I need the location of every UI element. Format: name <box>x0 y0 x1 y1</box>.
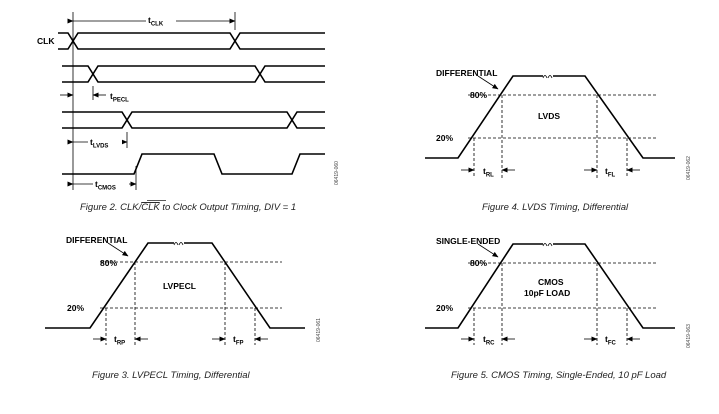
figure-4-caption: Figure 4. LVDS Timing, Differential <box>482 202 629 213</box>
break-mark <box>542 75 553 79</box>
tlvds-label: tLVDS <box>90 137 108 150</box>
lvds-waveform-b <box>62 111 325 129</box>
figure-3-caption: Figure 3. LVPECL Timing, Differential <box>92 370 251 381</box>
fall-time-label: tFP <box>233 334 244 347</box>
figure-id: 06419-061 <box>316 318 322 342</box>
clk-waveform-b <box>58 32 325 50</box>
fall-time-label: tFC <box>605 334 617 347</box>
level-80-label: 80% <box>470 90 487 100</box>
rise-time-label: tRP <box>114 334 125 347</box>
figure-id: 06419-063 <box>686 324 692 348</box>
rise-time-label: tRL <box>483 166 494 179</box>
clk-label: CLK <box>37 36 55 46</box>
mode-label: SINGLE-ENDED <box>436 236 500 246</box>
tclk-label: tCLK <box>148 15 164 28</box>
level-20-label: 20% <box>436 133 453 143</box>
level-20-label: 20% <box>436 303 453 313</box>
tpecl-label: tPECL <box>110 91 129 104</box>
level-80-label: 80% <box>100 258 117 268</box>
figure-2-caption: Figure 2. CLK/CLK to Clock Output Timing… <box>80 202 296 213</box>
fall-time-label: tFL <box>605 166 616 179</box>
standard-label: CMOS <box>538 277 564 287</box>
mode-pointer <box>477 243 499 258</box>
load-label: 10pF LOAD <box>524 288 570 298</box>
pecl-waveform-b <box>62 65 325 83</box>
pecl-waveform-a <box>62 65 325 83</box>
break-mark <box>173 242 184 246</box>
rise-time-label: tRC <box>483 334 495 347</box>
mode-pointer <box>107 242 129 257</box>
standard-label: LVDS <box>538 111 560 121</box>
cmos-waveform <box>62 153 325 175</box>
figure-id: 06419-060 <box>334 161 340 185</box>
figure-id: 06419-062 <box>686 156 692 180</box>
lvds-waveform-a <box>62 111 325 129</box>
figure-5-cmos-timing: SINGLE-ENDED 80% 20% CMOS 10pF LOAD tRC … <box>425 236 692 381</box>
figure-4-lvds-timing: DIFFERENTIAL 80% 20% LVDS tRL tFL 06419-… <box>425 68 692 213</box>
tcmos-label: tCMOS <box>95 179 116 192</box>
standard-label: LVPECL <box>163 281 196 291</box>
mode-label: DIFFERENTIAL <box>66 235 127 245</box>
figure-2-clock-output-timing: CLK tCLK tPECL tLVDS tCMOS 06419-060 Fig… <box>37 12 340 213</box>
mode-label: DIFFERENTIAL <box>436 68 497 78</box>
mode-pointer <box>477 75 499 90</box>
break-mark <box>542 243 553 247</box>
clk-waveform-a <box>58 32 325 50</box>
level-20-label: 20% <box>67 303 84 313</box>
level-80-label: 80% <box>470 258 487 268</box>
figure-5-caption: Figure 5. CMOS Timing, Single-Ended, 10 … <box>451 370 667 381</box>
figure-3-lvpecl-timing: DIFFERENTIAL 80% 20% LVPECL tRP tFP 0641… <box>45 235 322 381</box>
